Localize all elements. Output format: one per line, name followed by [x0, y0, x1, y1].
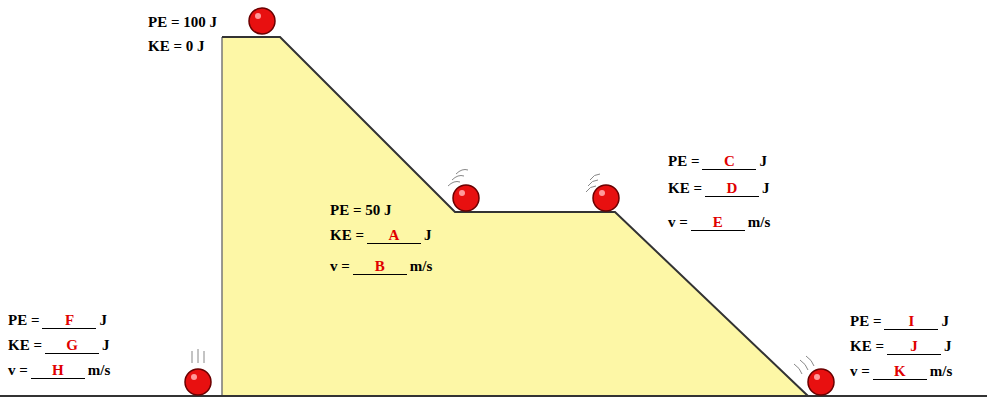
answer-letter: B: [353, 258, 407, 275]
energy-readout-line: PE =CJ: [668, 152, 767, 170]
energy-readout-line: KE =AJ: [330, 226, 431, 244]
energy-label: J: [762, 179, 770, 197]
ground-line: [0, 395, 987, 397]
energy-label: m/s: [410, 257, 433, 275]
energy-label: PE = 100 J: [148, 13, 217, 31]
answer-letter: A: [367, 227, 421, 244]
energy-readout-line: v =Km/s: [850, 362, 952, 380]
energy-label: v =: [330, 257, 350, 275]
answer-letter: I: [884, 313, 938, 330]
energy-label: J: [944, 337, 952, 355]
ball: [593, 185, 619, 211]
answer-letter: D: [705, 180, 759, 197]
energy-label: PE =: [668, 152, 699, 170]
energy-label: J: [424, 226, 432, 244]
answer-letter: G: [45, 337, 99, 354]
energy-label: J: [102, 336, 110, 354]
energy-label: v =: [8, 361, 28, 379]
answer-letter: H: [31, 362, 85, 379]
motion-lines: [192, 170, 814, 375]
energy-readout-line: KE = 0 J: [148, 37, 204, 55]
energy-label: J: [759, 152, 767, 170]
energy-readout-line: PE = 100 J: [148, 13, 217, 31]
energy-label: KE =: [330, 226, 364, 244]
answer-letter: K: [873, 363, 927, 380]
energy-label: PE =: [850, 312, 881, 330]
energy-readout-line: PE = 50 J: [330, 201, 391, 219]
balls: [185, 8, 834, 395]
energy-label: KE = 0 J: [148, 37, 204, 55]
hill-fill: [222, 37, 808, 396]
answer-letter: F: [42, 312, 96, 329]
energy-label: m/s: [930, 362, 953, 380]
energy-readout-line: PE =FJ: [8, 311, 107, 329]
energy-label: KE =: [668, 179, 702, 197]
energy-readout-line: KE =DJ: [668, 179, 769, 197]
energy-label: J: [941, 312, 949, 330]
energy-readout-line: v =Hm/s: [8, 361, 110, 379]
energy-label: v =: [850, 362, 870, 380]
ball: [185, 369, 211, 395]
energy-readout-line: KE =GJ: [8, 336, 109, 354]
ball: [453, 185, 479, 211]
answer-letter: E: [691, 214, 745, 231]
energy-label: m/s: [88, 361, 111, 379]
hill-left-edge: [221, 37, 223, 396]
energy-readout-line: PE =IJ: [850, 312, 949, 330]
energy-label: PE =: [8, 311, 39, 329]
energy-label: v =: [668, 213, 688, 231]
energy-readout-line: KE =JJ: [850, 337, 951, 355]
energy-readout-line: v =Em/s: [668, 213, 770, 231]
ball-highlights: [191, 13, 820, 380]
ball: [249, 8, 275, 34]
answer-letter: C: [702, 153, 756, 170]
energy-label: m/s: [748, 213, 771, 231]
ball: [808, 369, 834, 395]
energy-label: KE =: [8, 336, 42, 354]
energy-readout-line: v =Bm/s: [330, 257, 432, 275]
energy-label: KE =: [850, 337, 884, 355]
answer-letter: J: [887, 338, 941, 355]
energy-label: PE = 50 J: [330, 201, 391, 219]
energy-label: J: [99, 311, 107, 329]
hill-outline: [222, 37, 808, 396]
